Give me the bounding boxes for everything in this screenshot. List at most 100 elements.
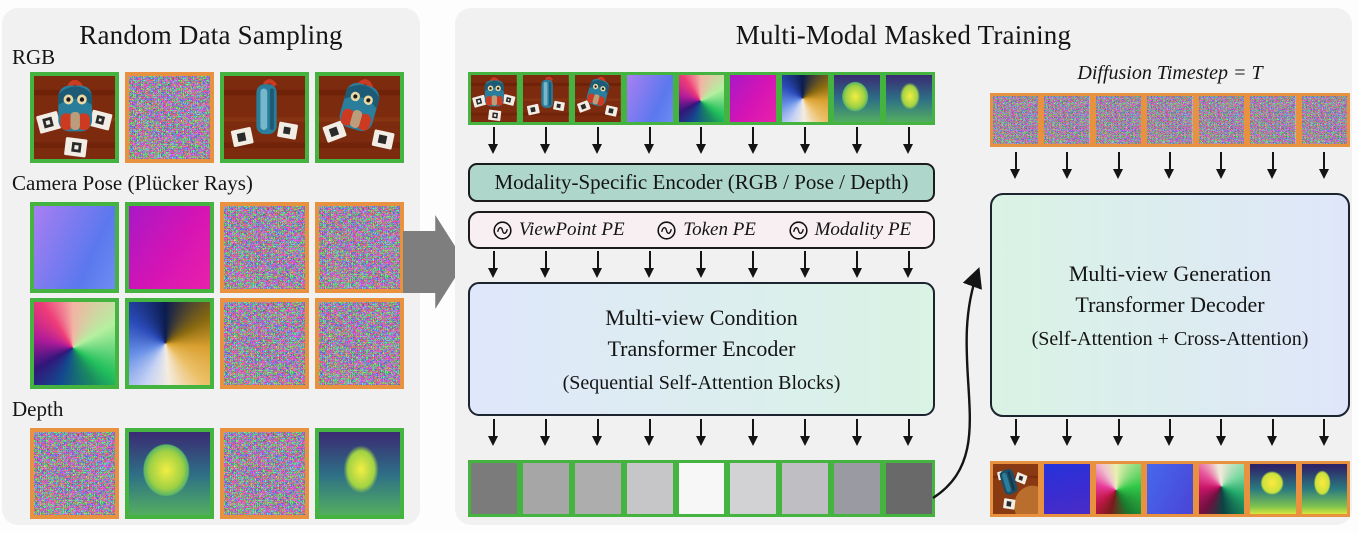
noise-tile — [1144, 93, 1196, 147]
gray-tile — [675, 460, 728, 517]
noise-tile — [1041, 93, 1093, 147]
arrow-row — [990, 419, 1350, 448]
noise-tile — [315, 298, 404, 389]
down-arrow-icon — [903, 127, 914, 156]
pose-blue-deep-tile — [1041, 461, 1093, 517]
noise-tile — [1195, 93, 1248, 147]
gray-tile — [519, 460, 572, 517]
down-arrow-icon — [488, 127, 499, 156]
timestep-label: Diffusion Timestep = T — [1077, 62, 1263, 84]
positional-encoding-label: Token PE — [683, 219, 756, 240]
down-arrow-icon — [799, 127, 811, 156]
down-arrow-icon — [1061, 419, 1073, 448]
down-arrow-icon — [903, 419, 914, 448]
down-arrow-icon — [488, 251, 499, 280]
pose-purple-blue-tile — [30, 202, 119, 293]
down-arrow-icon — [488, 419, 499, 448]
down-arrow-icon — [747, 419, 759, 448]
rgb-side-tile — [519, 72, 572, 125]
modality-encoder-label: Modality-Specific Encoder (RGB / Pose / … — [494, 170, 909, 194]
down-arrow-icon — [747, 127, 759, 156]
down-arrow-icon — [540, 127, 551, 156]
pose-conic-mint-tile — [1195, 461, 1248, 517]
down-arrow-icon — [644, 251, 655, 280]
pose-magenta-tile — [125, 202, 214, 293]
down-arrow-icon — [695, 127, 707, 156]
down-arrow-icon — [851, 251, 863, 280]
noise-tile — [220, 428, 309, 519]
noise-tile — [30, 428, 119, 519]
generation-decoder-title-line1: Multi-view Generation — [1068, 261, 1272, 287]
condition-encoder-title-line2: Transformer Encoder — [607, 336, 796, 361]
down-arrow-icon — [1061, 152, 1073, 181]
noise-tile — [220, 298, 309, 389]
generation-decoder-box: Multi-view Generation Transformer Decode… — [990, 193, 1350, 417]
condition-encoder-box: Multi-view Condition Transformer Encoder… — [468, 282, 935, 416]
noise-tile — [1092, 93, 1145, 147]
gray-tile — [883, 460, 936, 517]
multi-modal-masked-training-panel: Multi-Modal Masked Training Modality-Spe… — [455, 8, 1352, 525]
depth-section-label: Depth — [12, 397, 64, 421]
down-arrow-icon — [1215, 152, 1227, 181]
rgb-angle-tile — [571, 72, 624, 125]
down-arrow-icon — [1318, 152, 1330, 181]
down-arrow-icon — [851, 127, 863, 156]
noise-tile — [990, 93, 1042, 147]
down-arrow-icon — [799, 419, 811, 448]
down-arrow-icon — [1318, 419, 1330, 448]
encoder-input-row — [468, 72, 936, 125]
noise-tile — [315, 202, 404, 293]
positional-encoding-item: Token PE — [656, 219, 756, 241]
down-arrow-icon — [1113, 419, 1124, 448]
pose-conic-gold-tile — [125, 298, 214, 389]
positional-encoding-label: Modality PE — [814, 219, 912, 240]
rgb-top-tile — [990, 461, 1042, 517]
down-arrow-icon — [592, 127, 603, 156]
pose-sample-row-1 — [30, 202, 404, 293]
down-arrow-icon — [747, 251, 759, 280]
depth-out-a-tile — [1247, 461, 1299, 517]
pose-conic-pink-tile — [30, 298, 119, 389]
gray-tile — [571, 460, 624, 517]
depth-a-tile — [125, 428, 214, 519]
rgb-sample-row — [30, 72, 404, 163]
arrow-row — [468, 419, 935, 448]
modality-encoder-box: Modality-Specific Encoder (RGB / Pose / … — [468, 163, 935, 202]
down-arrow-icon — [1010, 419, 1021, 448]
positional-encoding-label: ViewPoint PE — [518, 219, 625, 240]
gray-tile — [623, 460, 676, 517]
generation-decoder-subtitle: (Self-Attention + Cross-Attention) — [1031, 327, 1309, 350]
pose-conic-pink-tile — [675, 72, 728, 125]
pose-sample-row-2 — [30, 298, 404, 389]
depth-out-b-tile — [1298, 461, 1350, 517]
down-arrow-icon — [1113, 152, 1124, 181]
depth-b-tile — [883, 72, 936, 125]
noise-tile — [1298, 93, 1350, 147]
rgb-front-tile — [468, 72, 520, 125]
generation-branch: Diffusion Timestep = T Multi-view Genera… — [990, 8, 1350, 525]
depth-sample-row — [30, 428, 404, 519]
gray-tile — [468, 460, 520, 517]
pose-conic-pink2-tile — [1092, 461, 1145, 517]
positional-encoding-box: ViewPoint PE Token PE Modality PE — [468, 211, 935, 249]
rgb-section-label: RGB — [12, 45, 56, 69]
positional-encoding-item: Modality PE — [788, 219, 912, 241]
noise-tile — [220, 202, 309, 293]
gray-tile — [831, 460, 884, 517]
gray-tile — [779, 460, 832, 517]
down-arrow-icon — [903, 251, 914, 280]
down-arrow-icon — [592, 251, 603, 280]
left-panel-title: Random Data Sampling — [79, 20, 343, 50]
down-arrow-icon — [644, 127, 655, 156]
rgb-angle-tile — [315, 72, 404, 163]
down-arrow-icon — [1164, 419, 1175, 448]
condition-branch: Modality-Specific Encoder (RGB / Pose / … — [468, 8, 936, 525]
condition-token-row — [468, 460, 936, 517]
camera-pose-section-label: Camera Pose (Plücker Rays) — [12, 171, 253, 195]
generation-decoder-title-line2: Transformer Decoder — [1075, 292, 1265, 317]
down-arrow-icon — [1267, 419, 1278, 448]
depth-a-tile — [831, 72, 884, 125]
down-arrow-icon — [1164, 152, 1175, 181]
down-arrow-icon — [592, 419, 603, 448]
